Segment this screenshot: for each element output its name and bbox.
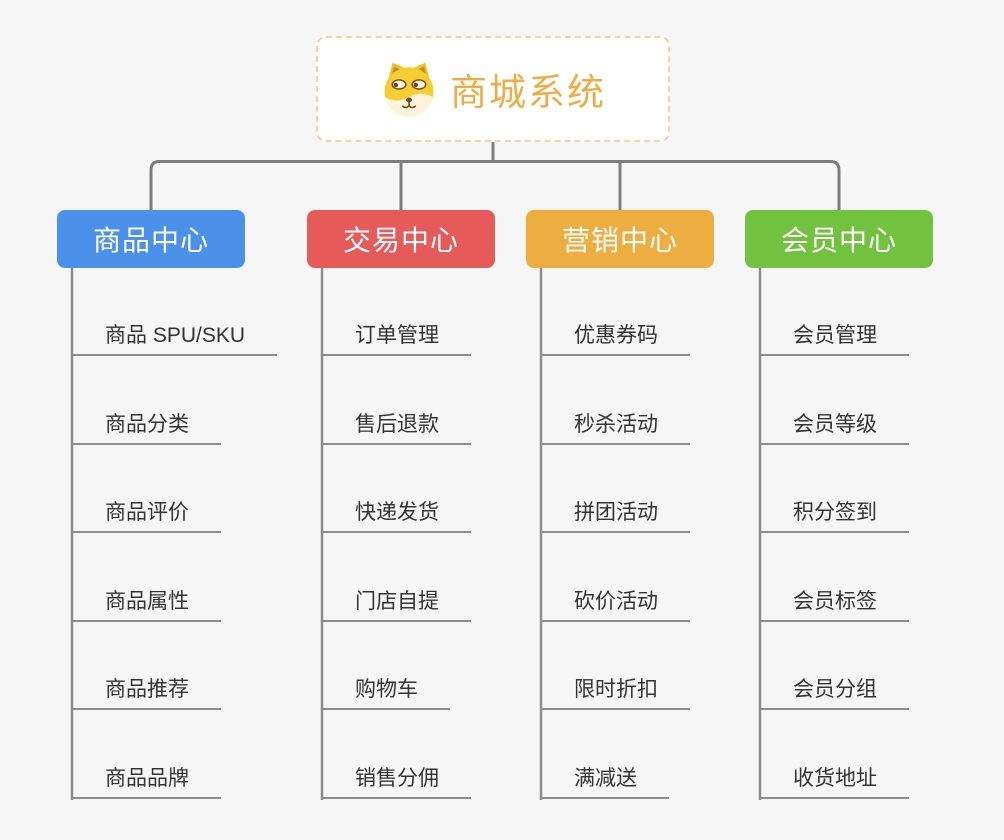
branch-label: 交易中心 — [342, 225, 459, 256]
leaf-node[interactable]: 售后退款 — [322, 408, 471, 445]
root-node[interactable]: 商城系统 — [316, 36, 670, 142]
leaf-node[interactable]: 秒杀活动 — [541, 408, 690, 445]
branch-member-center[interactable]: 会员中心 — [745, 210, 933, 268]
leaf-node[interactable]: 满减送 — [541, 762, 669, 799]
leaf-node[interactable]: 订单管理 — [322, 319, 471, 356]
leaf-node[interactable]: 商品品牌 — [72, 762, 221, 799]
leaf-node[interactable]: 商品评价 — [72, 496, 221, 533]
leaf-node[interactable]: 商品推荐 — [72, 673, 221, 710]
leaf-node[interactable]: 砍价活动 — [541, 585, 690, 622]
leaf-node[interactable]: 购物车 — [322, 673, 450, 710]
leaf-node[interactable]: 积分签到 — [760, 496, 909, 533]
branch-label: 商品中心 — [92, 225, 209, 256]
leaf-node[interactable]: 快递发货 — [322, 496, 471, 533]
doge-icon — [380, 60, 438, 118]
leaf-node[interactable]: 拼团活动 — [541, 496, 690, 533]
branch-marketing-center[interactable]: 营销中心 — [526, 210, 714, 268]
branch-label: 营销中心 — [561, 225, 678, 256]
leaf-node[interactable]: 会员等级 — [760, 408, 909, 445]
leaf-node[interactable]: 限时折扣 — [541, 673, 690, 710]
leaf-node[interactable]: 商品分类 — [72, 408, 221, 445]
leaf-node[interactable]: 优惠券码 — [541, 319, 690, 356]
leaf-node[interactable]: 商品属性 — [72, 585, 221, 622]
leaf-node[interactable]: 销售分佣 — [322, 762, 471, 799]
leaf-node[interactable]: 会员标签 — [760, 585, 909, 622]
leaf-node[interactable]: 商品 SPU/SKU — [72, 319, 278, 356]
branch-trade-center[interactable]: 交易中心 — [307, 210, 495, 268]
leaf-node[interactable]: 门店自提 — [322, 585, 471, 622]
branch-label: 会员中心 — [780, 225, 897, 256]
root-title: 商城系统 — [450, 72, 606, 113]
leaf-node[interactable]: 会员分组 — [760, 673, 909, 710]
leaf-node[interactable]: 收货地址 — [760, 762, 909, 799]
leaf-node[interactable]: 会员管理 — [760, 319, 909, 356]
branch-product-center[interactable]: 商品中心 — [57, 210, 245, 268]
